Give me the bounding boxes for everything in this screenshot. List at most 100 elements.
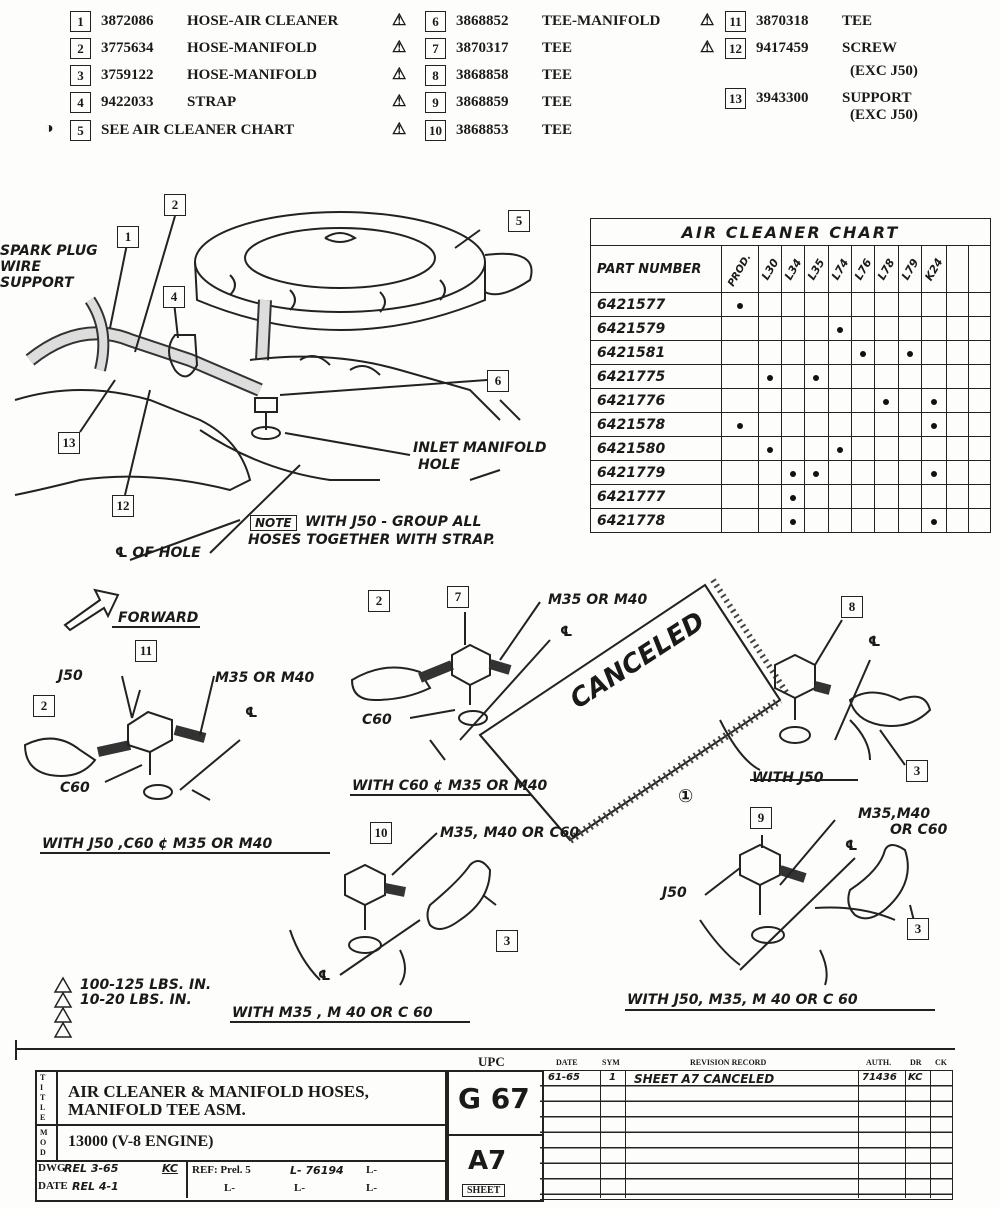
chart-part-number: 6421581 xyxy=(590,340,722,365)
part-number-box: 4 xyxy=(70,91,91,113)
callout-1: 1 xyxy=(117,226,139,248)
chart-cell xyxy=(827,460,852,485)
chart-cell xyxy=(967,460,991,485)
chart-cell xyxy=(874,316,899,341)
ref-l2: L- xyxy=(366,1164,377,1176)
divider xyxy=(905,1070,906,1198)
chart-cell xyxy=(874,436,899,461)
chart-cell xyxy=(721,508,759,533)
upc-code: G 67 xyxy=(458,1082,530,1115)
date-value: REL 4-1 xyxy=(72,1180,119,1193)
chart-col-header: L34 xyxy=(781,256,805,283)
parts-row: 5 SEE AIR CLEANER CHART xyxy=(70,119,294,141)
label-c60: C60 xyxy=(362,712,392,728)
part-number-box: 7 xyxy=(425,37,446,59)
chart-cell xyxy=(721,460,759,485)
label-support: SUPPORT xyxy=(0,275,74,291)
chart-col-header: K24 xyxy=(922,255,946,284)
part-number: 3943300 xyxy=(756,89,809,106)
part-number-box: 1 xyxy=(70,10,91,32)
chart-cell xyxy=(780,340,806,365)
part-number: 9422033 xyxy=(101,93,154,110)
chart-cell xyxy=(757,364,782,389)
chart-dot-mark xyxy=(813,470,820,477)
chart-dot-mark xyxy=(790,518,797,525)
chart-cell xyxy=(874,508,899,533)
chart-part-number: 6421777 xyxy=(590,484,722,509)
chart-row: 6421580 xyxy=(590,436,991,461)
chart-cell xyxy=(920,412,947,437)
parts-row: 2 3775634 HOSE-MANIFOLD xyxy=(70,37,317,59)
chart-dot-mark xyxy=(930,518,937,525)
chart-part-number: 6421580 xyxy=(590,436,722,461)
part-number-box: 11 xyxy=(725,10,746,32)
caption-j50: WITH J50 xyxy=(752,770,824,786)
label-m35-m40: M35,M40 xyxy=(858,806,931,822)
part-number: 3868859 xyxy=(456,93,509,110)
divider xyxy=(186,1160,188,1198)
chart-dot-mark xyxy=(930,470,937,477)
part-note: (EXC J50) xyxy=(850,60,918,82)
warning-triangle-icon: ⚠ xyxy=(392,66,407,83)
torque-legend-triangles xyxy=(53,976,73,1038)
chart-cell xyxy=(827,316,852,341)
chart-cell xyxy=(945,292,969,317)
note-text-line1: WITH J50 - GROUP ALL xyxy=(305,514,482,530)
chart-cell xyxy=(804,484,829,509)
caption-c60-m35-m40: WITH C60 ¢ M35 OR M40 xyxy=(352,778,548,794)
chart-col-header: PROD. xyxy=(726,252,754,289)
part-number-box: 5 xyxy=(70,119,91,141)
chart-part-number: 6421778 xyxy=(590,508,722,533)
half-circle-icon: ◑ xyxy=(44,120,54,137)
chart-cell xyxy=(874,412,899,437)
chart-cell xyxy=(804,292,829,317)
callout-5: 5 xyxy=(508,210,530,232)
chart-dot-mark xyxy=(836,446,843,453)
chart-row: 6421577 xyxy=(590,292,991,317)
label-m35-m40: M35 OR M40 xyxy=(548,592,648,608)
parts-row: 4 9422033 STRAP xyxy=(70,91,236,113)
chart-col-header: L79 xyxy=(898,256,921,283)
chart-cell xyxy=(920,508,947,533)
chart-cell xyxy=(920,292,947,317)
air-cleaner-body xyxy=(194,261,486,331)
chart-cell xyxy=(945,364,969,389)
chart-cell xyxy=(827,436,852,461)
chart-cell xyxy=(780,436,806,461)
label-j50: J50 xyxy=(58,668,83,684)
chart-cell xyxy=(850,292,876,317)
chart-cell xyxy=(920,436,947,461)
part-description: TEE xyxy=(542,121,573,138)
label-or-c60: OR C60 xyxy=(890,822,948,838)
callout-3: 3 xyxy=(906,760,928,782)
chart-cell xyxy=(967,316,991,341)
chart-cell xyxy=(897,316,922,341)
chart-cell xyxy=(804,460,829,485)
label-m35-m40-c60: M35, M40 OR C60 xyxy=(440,825,580,841)
callout-6: 6 xyxy=(487,370,509,392)
chart-cell xyxy=(874,292,899,317)
parts-row: 11 3870318 TEE xyxy=(725,10,872,32)
callout-2: 2 xyxy=(164,194,186,216)
chart-cell xyxy=(827,340,852,365)
label-centerline: ℄ xyxy=(560,624,573,640)
label-inlet-manifold: INLET MANIFOLD xyxy=(413,440,547,456)
part-number: 3868853 xyxy=(456,121,509,138)
part-description: TEE xyxy=(842,12,873,29)
part-description: TEE xyxy=(542,66,573,83)
callout-10: 10 xyxy=(370,822,392,844)
chart-cell xyxy=(850,412,876,437)
chart-cell xyxy=(897,340,922,365)
rev-date: 61-65 xyxy=(548,1072,580,1083)
part-description: TEE xyxy=(542,93,573,110)
chart-cell xyxy=(804,364,829,389)
part-description: HOSE-AIR CLEANER xyxy=(187,12,339,29)
chart-row: 6421777 xyxy=(590,484,991,509)
part-number: 3759122 xyxy=(101,66,154,83)
part-note: (EXC J50) xyxy=(850,104,918,126)
chart-cell xyxy=(780,508,806,533)
chart-col-header: L30 xyxy=(758,256,782,283)
chart-dot-mark xyxy=(766,374,773,381)
callout-4: 4 xyxy=(163,286,185,308)
chart-cell xyxy=(827,412,852,437)
